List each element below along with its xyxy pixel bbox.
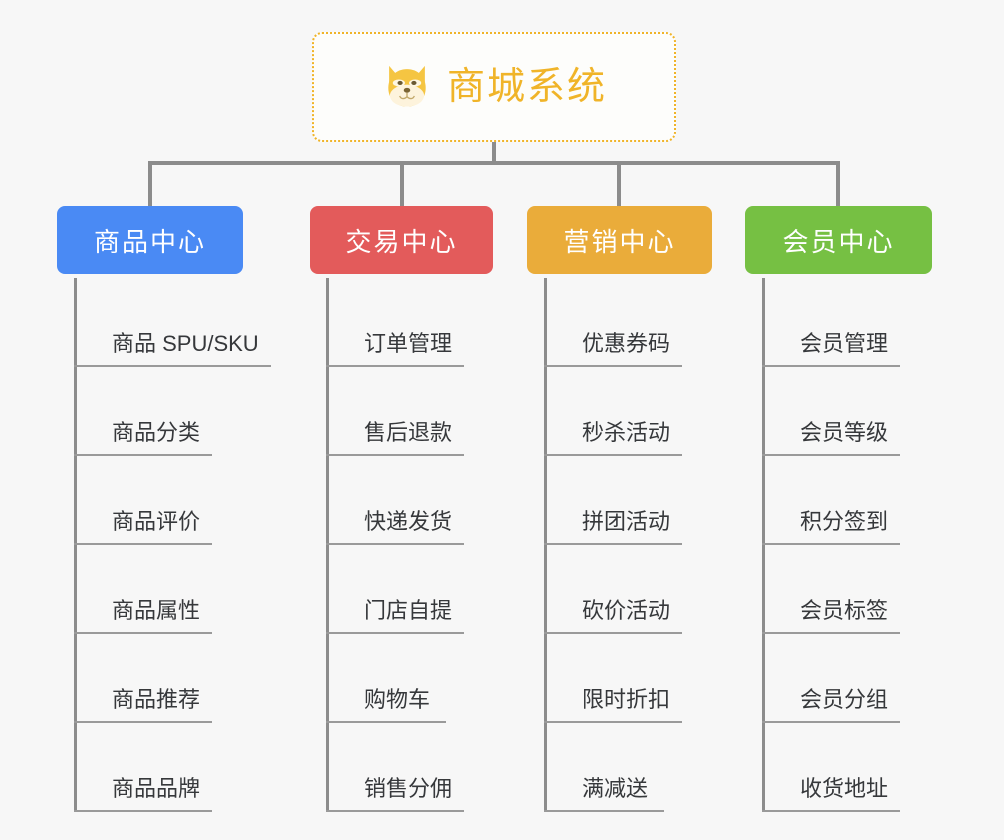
leaf-underline: [544, 543, 683, 545]
category-box-member[interactable]: 会员中心: [745, 206, 932, 274]
leaf-label: 售后退款: [364, 420, 453, 445]
leaf-underline: [762, 365, 901, 367]
leaf-item[interactable]: 满减送: [544, 723, 664, 812]
leaf-underline: [326, 454, 465, 456]
leaf-label: 收货地址: [800, 776, 889, 801]
leaf-item[interactable]: 限时折扣: [544, 634, 683, 723]
leaf-underline: [762, 810, 901, 812]
category-label-member: 会员中心: [782, 226, 895, 257]
leaf-underline: [74, 632, 213, 634]
leaf-underline: [326, 365, 465, 367]
leaf-underline: [326, 810, 465, 812]
leaf-item[interactable]: 门店自提: [326, 545, 465, 634]
leaf-label: 商品分类: [112, 420, 201, 445]
leaf-item[interactable]: 会员等级: [762, 367, 901, 456]
leaf-underline: [544, 632, 683, 634]
connector-drop-2: [400, 161, 404, 206]
leaf-label: 商品评价: [112, 509, 201, 534]
leaf-underline: [74, 365, 271, 367]
leaf-underline: [544, 810, 664, 812]
leaf-spine: [326, 278, 329, 812]
leaf-item[interactable]: 会员分组: [762, 634, 901, 723]
category-box-marketing[interactable]: 营销中心: [527, 206, 712, 274]
leaf-underline: [326, 543, 465, 545]
leaf-item[interactable]: 商品 SPU/SKU: [74, 278, 271, 367]
category-box-product[interactable]: 商品中心: [57, 206, 243, 274]
leaf-underline: [326, 632, 465, 634]
category-label-marketing: 营销中心: [563, 226, 676, 257]
leaf-label: 砍价活动: [582, 598, 671, 623]
leaf-item[interactable]: 会员管理: [762, 278, 901, 367]
connector-root-stem: [492, 142, 496, 163]
leaf-underline: [762, 454, 901, 456]
leaf-label: 限时折扣: [582, 687, 671, 712]
connector-drop-1: [148, 161, 152, 206]
leaf-label: 门店自提: [364, 598, 453, 623]
leaf-item[interactable]: 拼团活动: [544, 456, 683, 545]
leaf-item[interactable]: 商品评价: [74, 456, 213, 545]
leaf-item[interactable]: 商品属性: [74, 545, 213, 634]
leaf-underline: [74, 543, 213, 545]
leaf-item[interactable]: 优惠券码: [544, 278, 683, 367]
leaf-label: 订单管理: [364, 331, 453, 356]
leaf-label: 秒杀活动: [582, 420, 671, 445]
leaf-underline: [544, 365, 683, 367]
leaf-item[interactable]: 收货地址: [762, 723, 901, 812]
leaf-item[interactable]: 商品分类: [74, 367, 213, 456]
leaf-label: 销售分佣: [364, 776, 453, 801]
leaf-underline: [74, 810, 213, 812]
leaf-underline: [544, 454, 683, 456]
leaf-item[interactable]: 快递发货: [326, 456, 465, 545]
leaf-label: 商品 SPU/SKU: [112, 331, 259, 356]
root-node[interactable]: 商城系统: [312, 32, 676, 142]
leaf-label: 优惠券码: [582, 331, 671, 356]
leaf-item[interactable]: 售后退款: [326, 367, 465, 456]
leaf-item[interactable]: 积分签到: [762, 456, 901, 545]
leaf-item[interactable]: 砍价活动: [544, 545, 683, 634]
leaf-underline: [762, 632, 901, 634]
leaf-item[interactable]: 会员标签: [762, 545, 901, 634]
leaf-underline: [74, 454, 213, 456]
leaf-item[interactable]: 订单管理: [326, 278, 465, 367]
leaf-item[interactable]: 销售分佣: [326, 723, 465, 812]
leaf-item[interactable]: 商品品牌: [74, 723, 213, 812]
category-label-product: 商品中心: [93, 226, 206, 257]
leaf-label: 会员分组: [800, 687, 889, 712]
leaf-underline: [762, 543, 901, 545]
shiba-dog-icon: [388, 65, 426, 107]
connector-drop-4: [836, 161, 840, 206]
leaf-item[interactable]: 秒杀活动: [544, 367, 683, 456]
root-label: 商城系统: [446, 66, 607, 108]
leaf-underline: [762, 721, 901, 723]
leaf-label: 会员等级: [800, 420, 889, 445]
leaf-label: 商品属性: [112, 598, 201, 623]
leaf-item[interactable]: 购物车: [326, 634, 446, 723]
leaf-label: 商品推荐: [112, 687, 201, 712]
leaf-underline: [544, 721, 683, 723]
leaf-label: 满减送: [582, 776, 649, 801]
leaf-spine: [74, 278, 77, 812]
category-label-trade: 交易中心: [345, 226, 458, 257]
connector-bus: [148, 161, 840, 165]
leaf-label: 购物车: [364, 687, 431, 712]
leaf-underline: [326, 721, 446, 723]
connector-drop-3: [617, 161, 621, 206]
leaf-label: 积分签到: [800, 509, 889, 534]
leaf-spine: [544, 278, 547, 812]
leaf-underline: [74, 721, 213, 723]
leaf-label: 会员管理: [800, 331, 889, 356]
leaf-label: 会员标签: [800, 598, 889, 623]
category-box-trade[interactable]: 交易中心: [310, 206, 493, 274]
leaf-label: 拼团活动: [582, 509, 671, 534]
leaf-label: 快递发货: [364, 509, 453, 534]
leaf-spine: [762, 278, 765, 812]
leaf-label: 商品品牌: [112, 776, 201, 801]
leaf-item[interactable]: 商品推荐: [74, 634, 213, 723]
